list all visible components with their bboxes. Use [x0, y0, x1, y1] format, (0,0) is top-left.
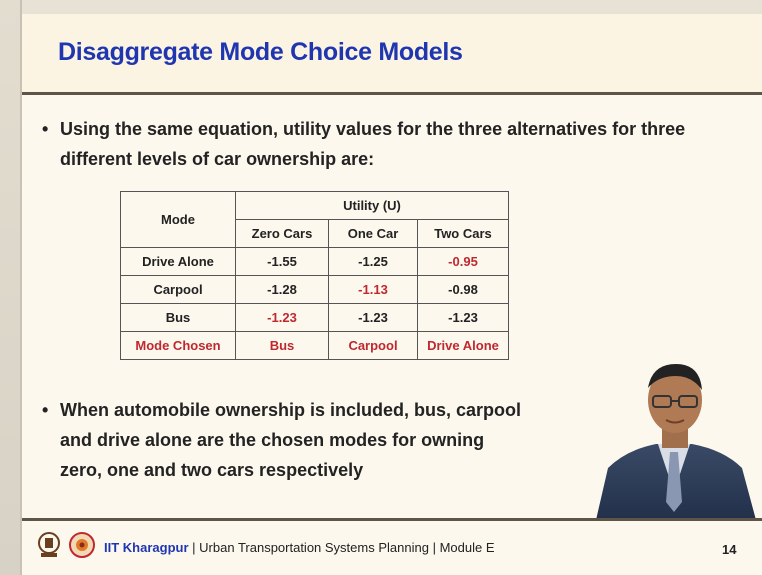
footer-course: Urban Transportation Systems Planning [199, 540, 429, 555]
iit-emblem-icon [38, 532, 60, 557]
utility-cell: -1.25 [328, 247, 418, 276]
bullet-2: • When automobile ownership is included,… [42, 395, 530, 485]
utility-cell-chosen: -1.13 [328, 275, 418, 304]
footer-separator: | [432, 540, 436, 555]
mode-chosen-label: Mode Chosen [120, 331, 236, 360]
table-row: Drive Alone -1.55 -1.25 -0.95 [120, 247, 509, 276]
utility-table: Mode Utility (U) Zero Cars One Car Two C… [120, 191, 509, 360]
row-mode: Drive Alone [120, 247, 236, 276]
bullet-1-text: Using the same equation, utility values … [60, 119, 686, 169]
table-subheader-row: Zero Cars One Car Two Cars [121, 219, 509, 248]
column-header: Two Cars [417, 219, 509, 248]
title-band [22, 14, 762, 92]
slide-footer: IIT Kharagpur | Urban Transportation Sys… [22, 521, 762, 575]
utility-cell: -0.98 [417, 275, 509, 304]
footer-org: IIT Kharagpur [104, 540, 189, 555]
table-row: Bus -1.23 -1.23 -1.23 [120, 303, 509, 332]
slide-title: Disaggregate Mode Choice Models [58, 38, 463, 66]
bullet-2-text: When automobile ownership is included, b… [60, 400, 522, 480]
page-number: 14 [722, 542, 737, 557]
column-header: One Car [328, 219, 418, 248]
mode-chosen-row: Mode Chosen Bus Carpool Drive Alone [120, 331, 509, 360]
presenter-video-image [596, 364, 756, 520]
table-row: Carpool -1.28 -1.13 -0.98 [120, 275, 509, 304]
left-margin-strip [0, 0, 22, 575]
utility-cell: -1.28 [235, 275, 329, 304]
title-divider [22, 92, 762, 95]
column-header: Zero Cars [235, 219, 329, 248]
footer-divider [22, 518, 762, 521]
footer-separator: | [192, 540, 196, 555]
footer-module: Module E [439, 540, 495, 555]
chosen-mode: Drive Alone [417, 331, 509, 360]
chosen-mode: Carpool [328, 331, 418, 360]
footer-text: IIT Kharagpur | Urban Transportation Sys… [104, 540, 495, 555]
utility-cell: -1.55 [235, 247, 329, 276]
chosen-mode: Bus [235, 331, 329, 360]
mode-header: Mode [120, 191, 236, 248]
utility-header: Utility (U) [235, 191, 509, 220]
top-strip [0, 0, 762, 14]
utility-cell: -1.23 [417, 303, 509, 332]
utility-cell-chosen: -0.95 [417, 247, 509, 276]
row-mode: Carpool [120, 275, 236, 304]
row-mode: Bus [120, 303, 236, 332]
bullet-dot: • [42, 119, 49, 139]
institute-logo-icon [69, 532, 95, 558]
utility-cell-chosen: -1.23 [235, 303, 329, 332]
table-header-row: Mode Utility (U) [120, 191, 509, 248]
bullet-dot: • [42, 400, 49, 420]
bullet-1: • Using the same equation, utility value… [42, 114, 720, 174]
utility-cell: -1.23 [328, 303, 418, 332]
